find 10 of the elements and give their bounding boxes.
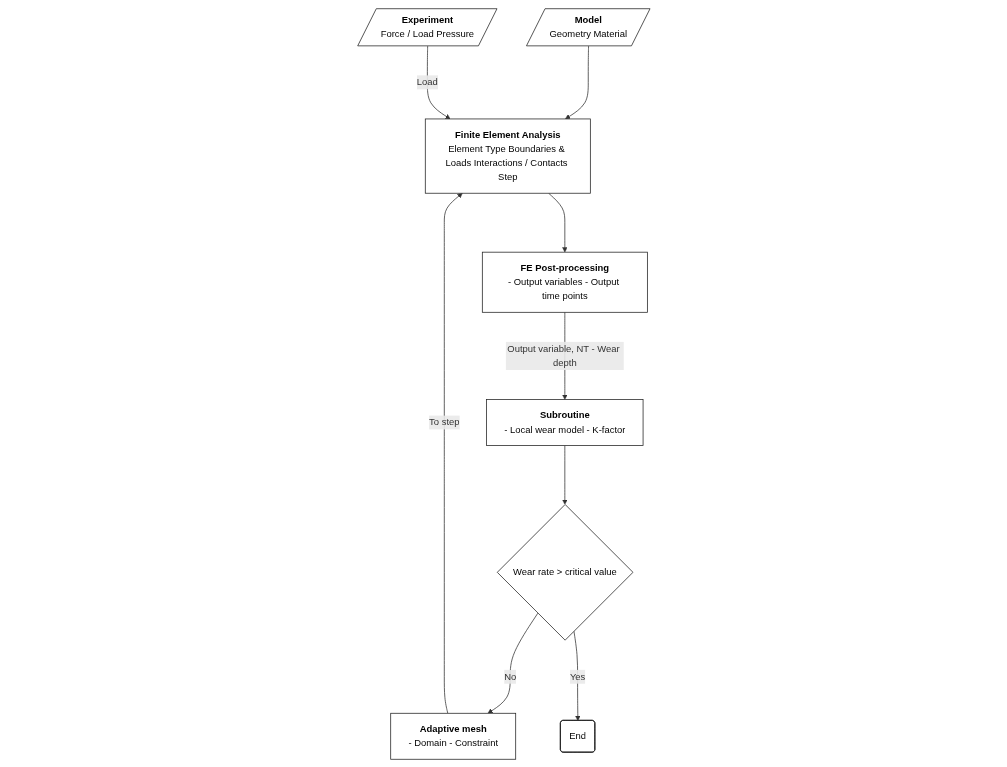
edge-label: To step [428,416,460,427]
edge-label: Output variable, NT - Wear depth [506,343,620,368]
node-box: Subroutine - Local wear model - K-factor [485,398,644,446]
edge-label: Yes [569,670,585,681]
node-diamond: Wear rate > critical value [496,503,633,641]
node-box: Finite Element Analysis Element Type Boundaries & Loads Interactions / Contacts Step [424,118,591,194]
node-box: FE Post-processing - Output variables - Output time points [481,251,648,313]
edge-label: Load [416,76,438,87]
node-box: Adaptive mesh - Domain - Constraint [389,712,516,760]
edge-label: No [503,670,516,681]
